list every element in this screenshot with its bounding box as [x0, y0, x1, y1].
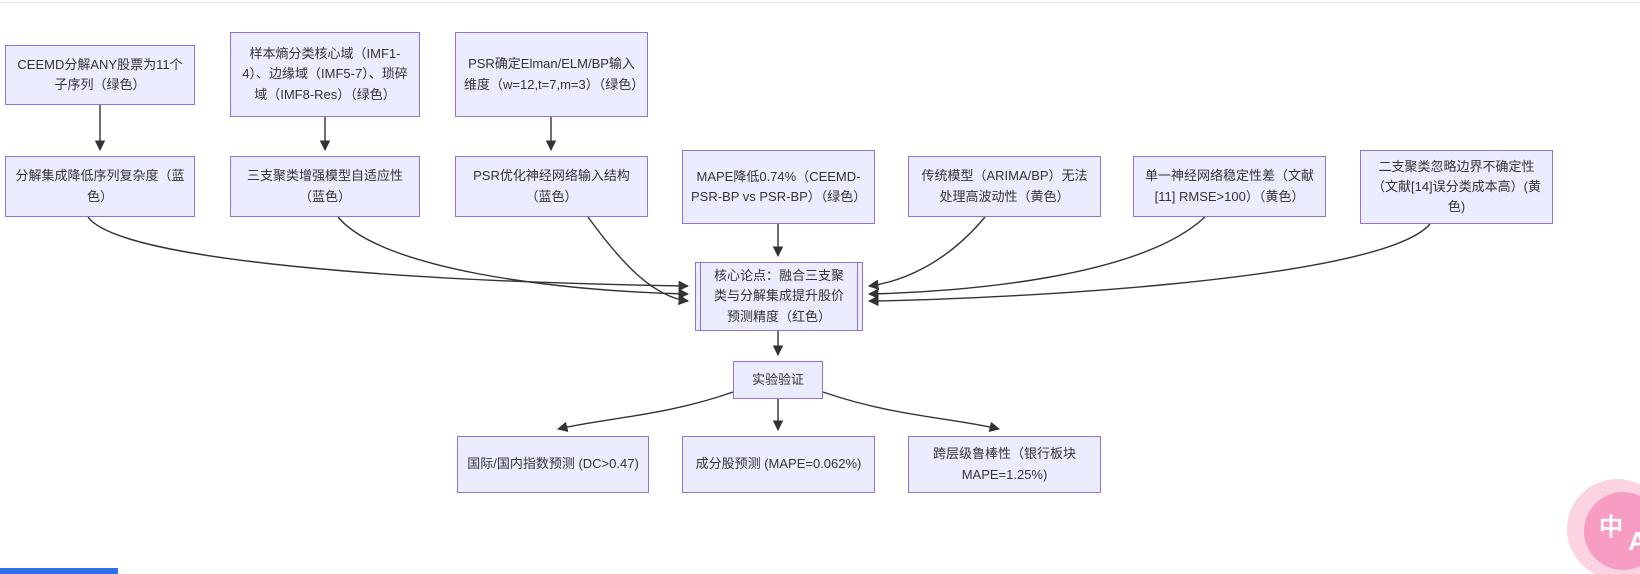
node-entropy: 样本熵分类核心域（IMF1-4）、边缘域（IMF5-7）、琐碎域（IMF8-Re… [230, 32, 420, 117]
bottom-blue-bar [0, 568, 118, 574]
edge-threeway-to-core [337, 216, 690, 300]
node-robustness: 跨层级鲁棒性（银行板块 MAPE=1.25%) [908, 436, 1101, 493]
node-three-way: 三支聚类增强模型自适应性（蓝色） [230, 156, 420, 217]
node-index-pred: 国际/国内指数预测 (DC>0.47) [457, 436, 649, 493]
node-decomp: 分解集成降低序列复杂度（蓝色） [5, 156, 195, 217]
translate-toggle-button[interactable]: 中 A [1567, 479, 1640, 574]
edge-decomp-to-core [87, 216, 690, 292]
node-experiment: 实验验证 [733, 361, 823, 399]
node-traditional: 传统模型（ARIMA/BP）无法处理高波动性（黄色） [908, 156, 1101, 217]
top-divider-line [0, 2, 1640, 3]
edge-twoway-to-core [867, 223, 1431, 307]
translate-icon: 中 A [1599, 507, 1640, 556]
node-core-thesis: 核心论点：融合三支聚类与分解集成提升股价预测精度（红色） [695, 262, 863, 331]
node-single-nn: 单一神经网络稳定性差（文献[11] RMSE>100）（黄色） [1133, 156, 1326, 217]
node-mape-drop: MAPE降低0.74%（CEEMD-PSR-BP vs PSR-BP）（绿色） [682, 150, 875, 224]
translate-icon-zh-glyph: 中 [1599, 514, 1623, 541]
node-psr-input: PSR确定Elman/ELM/BP输入维度（w=12,t=7,m=3）（绿色） [455, 32, 648, 117]
node-component-pred: 成分股预测 (MAPE=0.062%) [682, 436, 875, 493]
edge-traditional-to-core [867, 216, 986, 290]
edge-singlenn-to-core [867, 216, 1206, 300]
edge-psropt-to-core [587, 216, 690, 306]
node-psr-opt: PSR优化神经网络输入结构（蓝色） [455, 156, 648, 217]
edge-experiment-to-robustness [822, 391, 1001, 432]
edge-experiment-to-indexpred [556, 391, 734, 432]
translate-toggle-inner-circle: 中 A [1584, 492, 1640, 570]
translate-icon-en-glyph: A [1628, 526, 1640, 556]
node-two-way: 二支聚类忽略边界不确定性（文献[14]误分类成本高）(黄色) [1360, 150, 1553, 224]
node-ceemd: CEEMD分解ANY股票为11个子序列（绿色） [5, 45, 195, 105]
